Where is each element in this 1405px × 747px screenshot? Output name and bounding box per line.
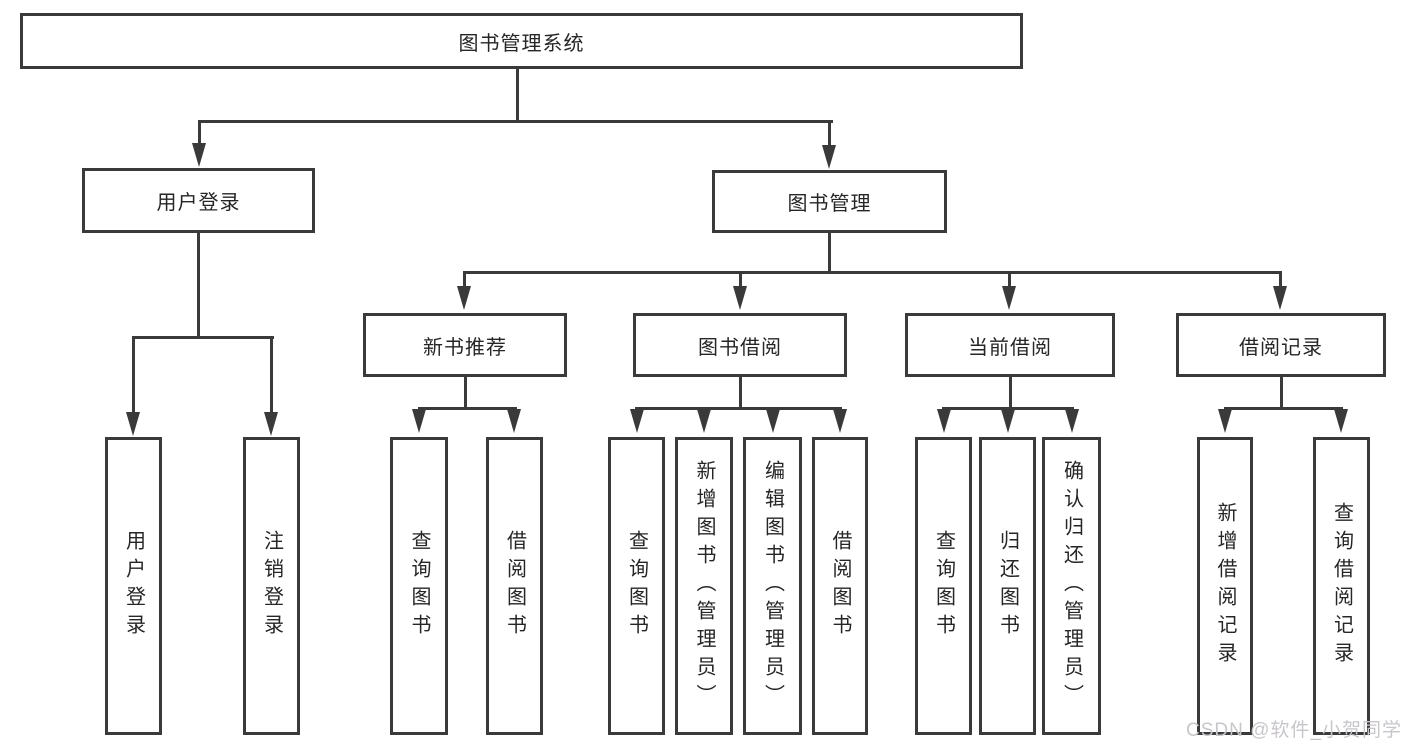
arrow-down-icon [766,409,780,433]
arrow-down-icon [412,409,426,433]
connector-line [635,407,842,410]
leaf-current-query-book: 查询图书 [915,437,972,735]
arrow-down-icon [1273,286,1287,310]
leaf-records-query-record: 查询借阅记录 [1313,437,1370,735]
arrow-down-icon [937,409,951,433]
connector-line [132,336,135,414]
leaf-label: 借阅图书 [829,530,851,642]
leaf-label: 归还图书 [996,530,1019,642]
arrow-down-icon [1001,409,1015,433]
connector-line [198,120,833,123]
node-user-login: 用户登录 [82,168,315,233]
node-borrowing-records: 借阅记录 [1176,313,1386,377]
arrow-down-icon [457,286,471,310]
connector-line [942,407,1074,410]
connector-line [739,271,742,288]
connector-line [463,271,1282,274]
leaf-recommend-query-book: 查询图书 [390,437,448,735]
arrow-down-icon [1002,286,1016,310]
leaf-current-return-book: 归还图书 [979,437,1036,735]
connector-line [464,377,467,408]
connector-line [1224,407,1343,410]
leaf-label: 新增图书（管理员） [693,460,715,712]
leaf-user-login: 用户登录 [105,437,162,735]
connector-line [418,407,517,410]
connector-line [828,120,831,148]
connector-line [1279,271,1282,288]
arrow-down-icon [833,409,847,433]
node-current-borrowing: 当前借阅 [905,313,1115,377]
connector-line [132,336,274,339]
connector-line [828,233,831,271]
leaf-label: 查询图书 [932,530,955,642]
node-book-borrowing: 图书借阅 [633,313,847,377]
connector-line [198,120,201,146]
arrow-down-icon [126,412,140,436]
arrow-down-icon [1065,409,1079,433]
leaf-label: 查询借阅记录 [1330,502,1353,670]
arrow-down-icon [733,286,747,310]
node-book-management: 图书管理 [712,170,947,233]
connector-line [1009,377,1012,408]
leaf-label: 编辑图书（管理员） [761,460,784,712]
leaf-borrowing-edit-book-admin: 编辑图书（管理员） [743,437,802,735]
connector-line [270,336,273,414]
node-library-management-system: 图书管理系统 [20,13,1023,69]
connector-line [1008,271,1011,288]
leaf-label: 确认归还（管理员） [1060,460,1083,712]
connector-line [197,233,200,336]
arrow-down-icon [630,409,644,433]
arrow-down-icon [192,143,206,167]
arrow-down-icon [264,412,278,436]
connector-line [516,69,519,120]
csdn-watermark: CSDN @软件_小贺同学 [1186,720,1402,741]
arrow-down-icon [822,145,836,169]
leaf-logout: 注销登录 [243,437,300,735]
arrow-down-icon [1334,409,1348,433]
leaf-current-confirm-return-admin: 确认归还（管理员） [1042,437,1101,735]
arrow-down-icon [697,409,711,433]
arrow-down-icon [507,409,521,433]
connector-line [1280,377,1283,408]
leaf-label: 新增借阅记录 [1214,502,1236,670]
leaf-borrowing-query-book: 查询图书 [608,437,665,735]
leaf-borrowing-add-book-admin: 新增图书（管理员） [675,437,733,735]
leaf-label: 借阅图书 [503,530,526,642]
node-new-book-recommend: 新书推荐 [363,313,567,377]
connector-line [463,271,466,288]
leaf-label: 查询图书 [408,530,430,642]
leaf-label: 用户登录 [122,530,145,642]
leaf-borrowing-borrow-book: 借阅图书 [812,437,868,735]
leaf-recommend-borrow-book: 借阅图书 [486,437,543,735]
arrow-down-icon [1218,409,1232,433]
connector-line [739,377,742,408]
leaf-label: 查询图书 [625,530,648,642]
leaf-label: 注销登录 [260,530,283,642]
leaf-records-add-record: 新增借阅记录 [1197,437,1253,735]
